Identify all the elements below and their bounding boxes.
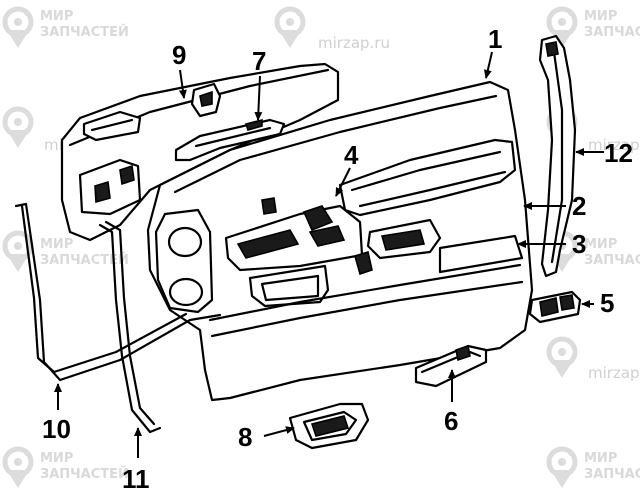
callout-9: 9 xyxy=(172,40,186,70)
watermark-brand-line2: ЗАПЧАСТЕЙ xyxy=(40,252,129,268)
watermark-brand-line2: ЗАПЧАСТЕЙ xyxy=(40,24,129,40)
callout-8: 8 xyxy=(238,422,252,452)
watermark-tile-3: МИР ЗАПЧАСТЕЙ xyxy=(549,9,640,48)
leader-lines xyxy=(54,51,604,458)
watermark-brand-line2: ЗАПЧАСТЕЙ xyxy=(584,24,640,40)
part-8-bezel xyxy=(288,402,370,450)
part-12-vertical-trim xyxy=(538,34,577,278)
part-10-door-seal xyxy=(14,202,222,382)
watermark-tile-9: mirzap.ru xyxy=(549,339,640,382)
watermark-tile-6: МИР ЗАПЧАСТЕЙ xyxy=(5,233,129,272)
watermark-brand-line1: МИР xyxy=(584,451,617,466)
watermark-layer: МИР ЗАПЧАСТЕЙ mirzap.ru МИР ЗАПЧАСТЕЙ mi… xyxy=(5,9,640,488)
leader-9 xyxy=(178,69,187,99)
leader-7 xyxy=(254,75,263,121)
part-6-bracket xyxy=(414,344,488,388)
callout-7: 7 xyxy=(252,46,266,76)
watermark-url: mirzap.ru xyxy=(588,364,640,382)
watermark-url: mirzap.ru xyxy=(588,136,640,154)
watermark-tile-11: МИР ЗАПЧАСТЕЙ xyxy=(549,449,640,488)
callout-11: 11 xyxy=(122,464,150,494)
leader-8 xyxy=(263,426,295,437)
watermark-brand-line2: ЗАПЧАСТЕЙ xyxy=(40,466,129,482)
watermark-tile-5: mirzap.ru xyxy=(549,109,640,154)
watermark-brand-line1: МИР xyxy=(40,9,73,24)
callout-3: 3 xyxy=(572,229,586,259)
watermark-brand-line2: ЗАПЧАСТЕЙ xyxy=(584,466,640,482)
part-11-door-seal-inner xyxy=(98,220,162,434)
watermark-tile-2: mirzap.ru xyxy=(277,9,390,52)
callout-5: 5 xyxy=(600,288,614,318)
callout-1: 1 xyxy=(488,24,502,54)
callout-6: 6 xyxy=(444,406,458,436)
callout-12: 12 xyxy=(604,138,633,168)
watermark-brand-line1: МИР xyxy=(40,451,73,466)
callout-10: 10 xyxy=(42,414,71,444)
watermark-brand-line2: ЗАПЧАСТЕЙ xyxy=(584,252,640,268)
callout-2: 2 xyxy=(572,191,586,221)
watermark-brand-line1: МИР xyxy=(584,237,617,252)
callout-labels: 1 2 3 4 5 6 7 8 9 10 11 12 xyxy=(42,24,633,494)
part-5-switch xyxy=(528,290,582,324)
watermark-url: mirzap.ru xyxy=(318,34,390,52)
leader-4 xyxy=(335,167,351,197)
part-1-door-trim-panel xyxy=(146,80,534,402)
watermark-tile-7: МИР ЗАПЧАСТЕЙ xyxy=(549,233,640,272)
leader-1 xyxy=(483,51,493,79)
watermark-tile-1: МИР ЗАПЧАСТЕЙ xyxy=(5,9,129,48)
callout-4: 4 xyxy=(344,140,359,170)
watermark-brand-line1: МИР xyxy=(40,237,73,252)
watermark-brand-line1: МИР xyxy=(584,9,617,24)
watermark-tile-10: МИР ЗАПЧАСТЕЙ xyxy=(5,449,129,488)
